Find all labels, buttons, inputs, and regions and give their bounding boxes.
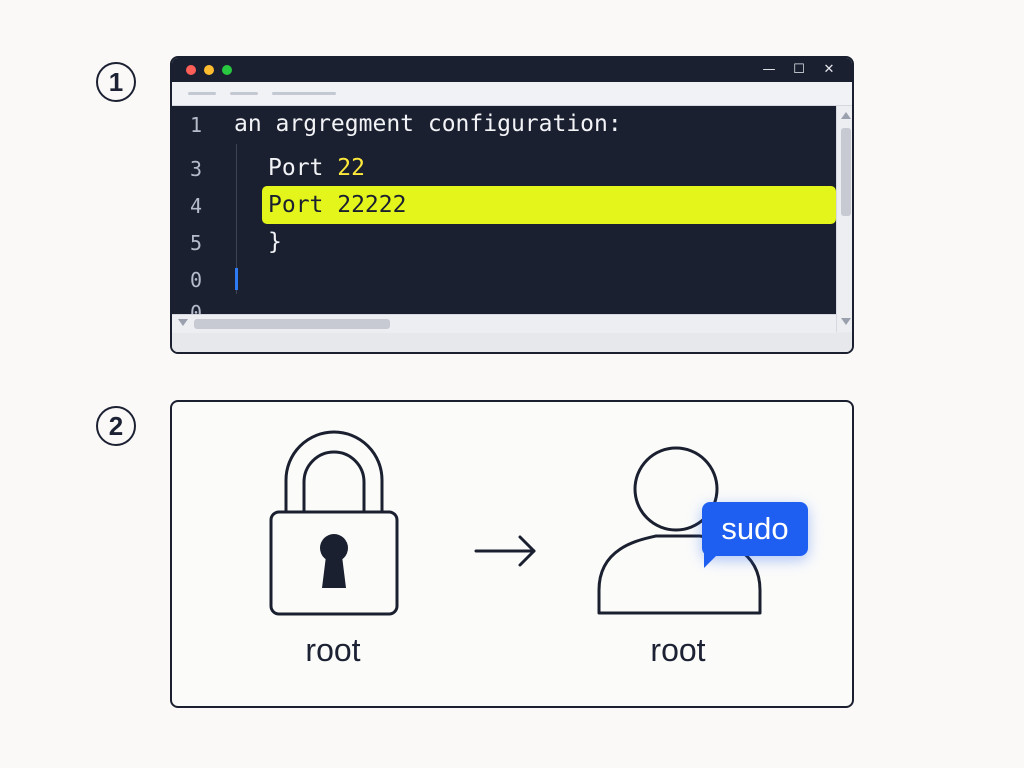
arrow-right-icon [474, 535, 536, 567]
indent-guide [236, 144, 237, 294]
line-number: 0 [190, 301, 203, 314]
zoom-traffic-light[interactable] [222, 65, 232, 75]
tab-bar [172, 82, 852, 106]
tab-placeholder[interactable] [230, 92, 258, 95]
vertical-scrollbar[interactable] [836, 106, 852, 332]
line-highlight [262, 186, 836, 224]
text-cursor [235, 268, 238, 290]
code-line-port-new: Port 22222 [268, 192, 407, 218]
step-number-2: 2 [96, 406, 136, 446]
line-number: 1 [190, 113, 203, 137]
minimize-icon[interactable]: — [762, 62, 776, 77]
code-line-closing-brace: } [268, 229, 282, 255]
tab-placeholder[interactable] [188, 92, 216, 95]
root-user-caption: root [650, 632, 706, 668]
line-number: 0 [190, 268, 203, 292]
close-traffic-light[interactable] [186, 65, 196, 75]
code-editor[interactable]: 1 3 4 5 0 0 an argregment configuration:… [172, 106, 836, 314]
scroll-up-icon[interactable] [841, 112, 851, 119]
keyhole-icon [320, 534, 348, 588]
sudo-label: sudo [721, 511, 789, 546]
port-old-value: 22 [337, 155, 365, 181]
lock-icon [269, 430, 399, 616]
scroll-down-icon[interactable] [841, 318, 851, 325]
minimize-traffic-light[interactable] [204, 65, 214, 75]
scrollbar-thumb[interactable] [841, 128, 851, 216]
tab-placeholder[interactable] [272, 92, 336, 95]
maximize-icon[interactable]: ☐ [793, 62, 805, 77]
line-number: 5 [190, 231, 203, 255]
horizontal-scrollbar[interactable] [172, 314, 836, 333]
close-icon[interactable]: ✕ [823, 62, 835, 77]
sudo-badge [702, 502, 808, 556]
speech-bubble-icon [704, 550, 722, 568]
code-line-heading: an argregment configuration: [234, 111, 622, 137]
scroll-left-icon[interactable] [178, 319, 188, 326]
line-number: 4 [190, 194, 203, 218]
step-number-1: 1 [96, 62, 136, 102]
scrollbar-thumb[interactable] [194, 319, 390, 329]
status-bar [172, 333, 852, 352]
code-line-port-old: Port 22 [268, 154, 365, 182]
window-titlebar: — ☐ ✕ [172, 58, 852, 82]
port-keyword: Port [268, 155, 338, 181]
root-lock-caption: root [305, 632, 361, 668]
line-number: 3 [190, 157, 203, 181]
editor-window: — ☐ ✕ 1 3 4 5 0 0 an argregment configur… [170, 56, 854, 354]
user-icon [597, 446, 762, 615]
